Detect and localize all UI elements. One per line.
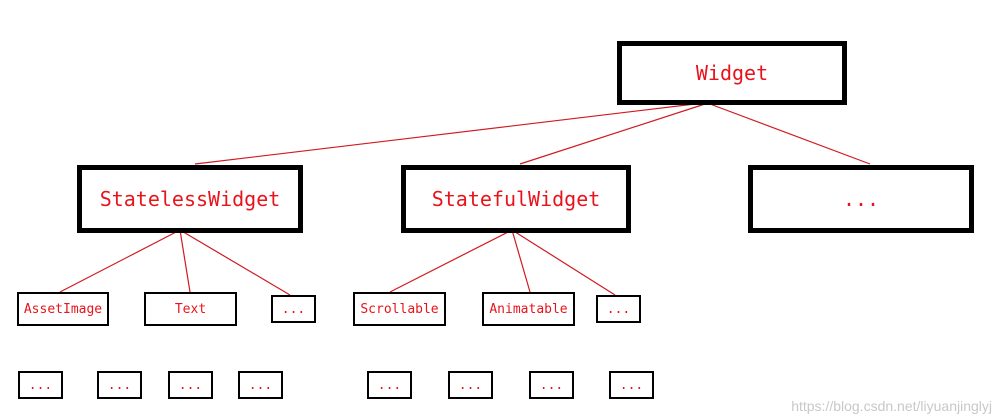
node-more-bottom-1: ... xyxy=(18,371,63,399)
node-text-label: Text xyxy=(174,301,207,317)
node-more-bottom-2: ... xyxy=(97,371,142,399)
watermark: https://blog.csdn.net/liyuanjinglyj xyxy=(791,398,992,414)
node-statelesswidget: StatelessWidget xyxy=(77,165,303,233)
node-animatable: Animatable xyxy=(482,292,575,326)
node-more-bottom-5: ... xyxy=(367,371,412,399)
node-more-bottom-3-label: ... xyxy=(178,377,203,393)
node-assetimage: AssetImage xyxy=(17,292,109,326)
edge-stateful-animatable xyxy=(511,229,531,293)
node-more-level2: ... xyxy=(748,165,974,233)
node-more-bottom-6-label: ... xyxy=(458,377,483,393)
edge-widget-stateless xyxy=(194,103,696,165)
node-more-bottom-5-label: ... xyxy=(377,377,402,393)
edge-stateful-scrollable xyxy=(389,229,513,293)
node-assetimage-label: AssetImage xyxy=(23,301,103,317)
edge-widget-more xyxy=(709,103,871,165)
node-more-bottom-7: ... xyxy=(529,371,574,399)
node-more-bottom-4-label: ... xyxy=(248,377,273,393)
edge-stateless-text xyxy=(179,229,191,293)
node-more-bottom-2-label: ... xyxy=(107,377,132,393)
node-more-bottom-6: ... xyxy=(448,371,493,399)
node-animatable-label: Animatable xyxy=(489,301,568,317)
node-text: Text xyxy=(144,292,237,326)
node-scrollable-label: Scrollable xyxy=(360,301,439,317)
edge-stateless-more xyxy=(179,229,291,296)
node-more-bottom-8-label: ... xyxy=(619,377,644,393)
node-more-stateless-label: ... xyxy=(281,301,306,317)
node-widget: Widget xyxy=(617,41,847,105)
node-statefulwidget-label: StatefulWidget xyxy=(431,187,601,211)
node-scrollable: Scrollable xyxy=(353,292,446,326)
node-statefulwidget: StatefulWidget xyxy=(401,165,631,233)
node-more-level2-label: ... xyxy=(842,187,880,211)
node-statelesswidget-label: StatelessWidget xyxy=(99,187,281,211)
node-widget-label: Widget xyxy=(695,61,769,85)
node-more-bottom-8: ... xyxy=(609,371,654,399)
edge-widget-stateful xyxy=(519,103,706,165)
node-more-stateless: ... xyxy=(271,295,316,323)
node-more-bottom-4: ... xyxy=(238,371,283,399)
edge-stateful-more xyxy=(511,229,616,296)
edge-stateless-assetimage xyxy=(59,229,181,293)
node-more-stateful: ... xyxy=(596,295,641,323)
node-more-bottom-7-label: ... xyxy=(539,377,564,393)
node-more-bottom-3: ... xyxy=(168,371,213,399)
node-more-bottom-1-label: ... xyxy=(28,377,53,393)
node-more-stateful-label: ... xyxy=(606,301,631,317)
